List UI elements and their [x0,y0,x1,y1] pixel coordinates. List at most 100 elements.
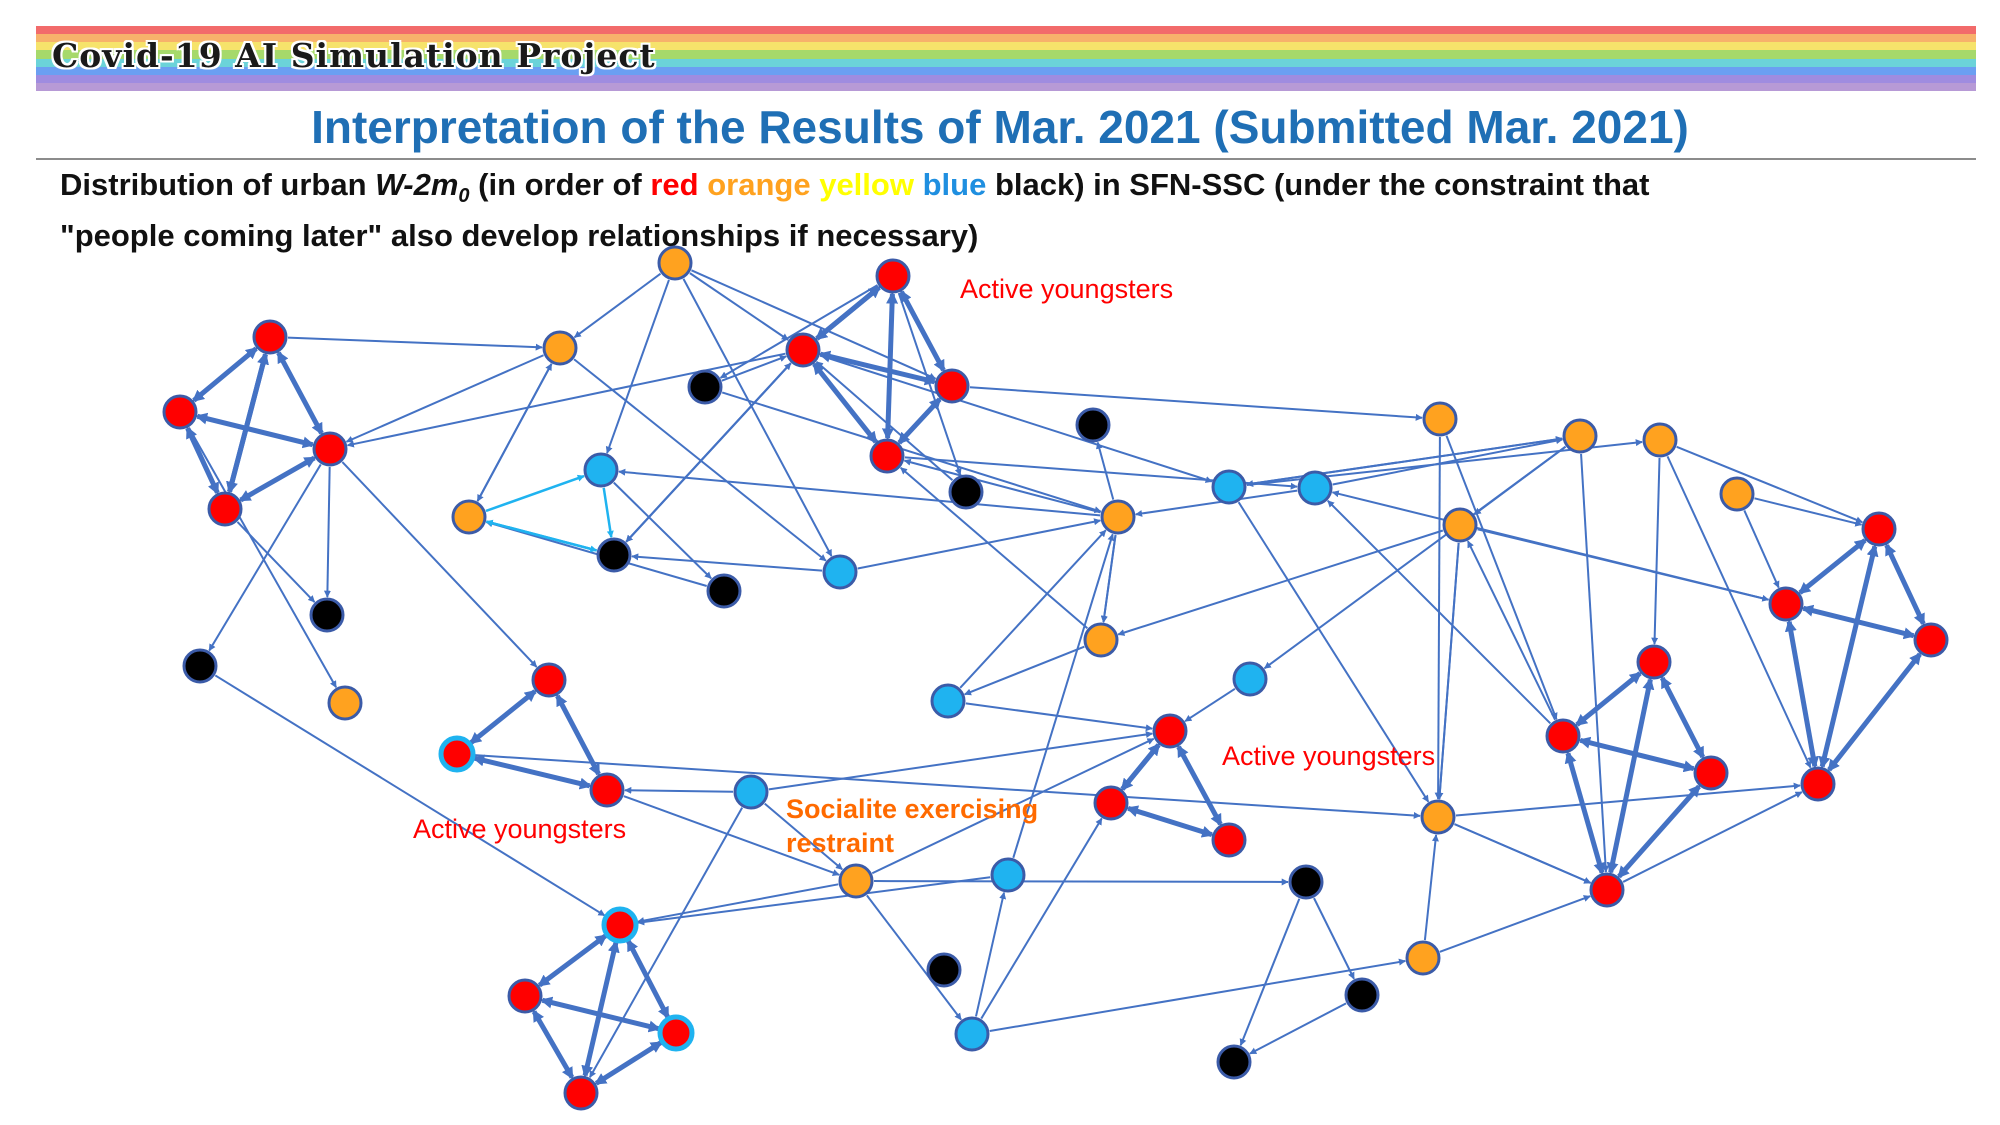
edge [1445,435,1558,720]
edge [1239,898,1301,1046]
banner-stripe [36,42,1976,51]
edge [1012,533,1115,859]
strong-bidirectional-edge [1827,652,1922,772]
node-red [1861,511,1897,547]
strong-bidirectional-edge [1798,538,1867,595]
edge [1263,445,1567,670]
edge [476,363,553,502]
edge [613,481,712,580]
node-black [926,952,962,988]
banner-stripe [36,26,1976,35]
edge [1100,534,1117,623]
edge [1622,791,1803,883]
node-orange [327,685,363,721]
strong-bidirectional-edge [626,938,670,1020]
node-red [438,735,476,773]
strong-bidirectional-edge [581,940,620,1078]
edge [1754,497,1863,527]
edge [631,553,823,572]
node-red [785,332,821,368]
strong-bidirectional-edge [1884,543,1926,626]
node-black [309,597,345,633]
edge [1095,441,1115,500]
edge [1117,529,1444,636]
subtitle-text: black) in SFN-SSC (under the constraint … [986,167,1650,202]
node-red [1589,872,1625,908]
edge [1743,510,1780,589]
strong-bidirectional-edge [812,362,878,444]
banner-stripe [36,50,1976,59]
annotation-youngsters-3: Active youngsters [413,814,626,844]
annotation-youngsters-2: Active youngsters [1222,741,1435,771]
word-yellow: yellow [819,167,914,202]
edge [1327,500,1551,724]
banner-stripe [36,58,1976,67]
edge [214,674,606,917]
node-orange [1405,940,1441,976]
node-red [657,1014,695,1052]
node-red [1636,644,1672,680]
edge [768,731,1153,791]
node-black [182,648,218,684]
edge [721,355,787,382]
node-orange [542,330,578,366]
node-blue [990,857,1026,893]
strong-bidirectional-edge [897,397,942,445]
edge [1246,436,1563,486]
node-orange [1420,799,1456,835]
node-blue [733,774,769,810]
node-red [1768,586,1804,622]
edge [866,894,962,1021]
subtitle-text: (in order of [469,167,651,202]
node-orange [1562,418,1598,454]
node-blue [930,683,966,719]
node-black [1288,864,1324,900]
strong-bidirectional-edge [537,933,608,988]
edge [899,466,1089,630]
strong-bidirectional-edge [1125,805,1215,838]
edge [474,754,1421,819]
strong-bidirectional-edge [1606,677,1655,875]
edge [969,386,1423,421]
node-orange [657,245,693,281]
edge [323,466,331,598]
edge [1135,489,1298,517]
node-orange [838,863,874,899]
strong-bidirectional-edge [1120,743,1161,791]
edge [346,352,786,448]
node-blue [1232,661,1268,697]
strong-bidirectional-edge [191,346,259,403]
strong-bidirectional-edge [276,350,324,436]
edge [974,891,1007,1017]
light-edge [486,520,598,553]
edge [989,958,1406,1032]
strong-bidirectional-edge [1617,784,1701,879]
strong-bidirectional-edge [1784,619,1820,769]
strong-bidirectional-edge [899,289,946,373]
edge [857,518,1102,570]
strong-bidirectional-edge [1818,544,1879,769]
edge [637,883,839,924]
node-orange [1642,422,1678,458]
edge [573,272,662,339]
edge [903,458,1101,514]
edge [1454,823,1592,884]
variable-w: W-2m0 [375,167,470,208]
edge [1436,542,1460,800]
node-blue [822,554,858,590]
edge [605,279,670,454]
node-red [312,431,348,467]
edge [1237,501,1430,803]
strong-bidirectional-edge [1564,750,1606,876]
edge [1423,834,1439,941]
banner-stripe [36,82,1976,91]
edge [873,878,1289,886]
node-black [1344,977,1380,1013]
node-orange [1422,401,1458,437]
node-black [948,474,984,510]
node-red [1211,822,1247,858]
edge [959,529,1107,689]
banner-stripe [36,66,1976,75]
node-orange [1719,476,1755,512]
